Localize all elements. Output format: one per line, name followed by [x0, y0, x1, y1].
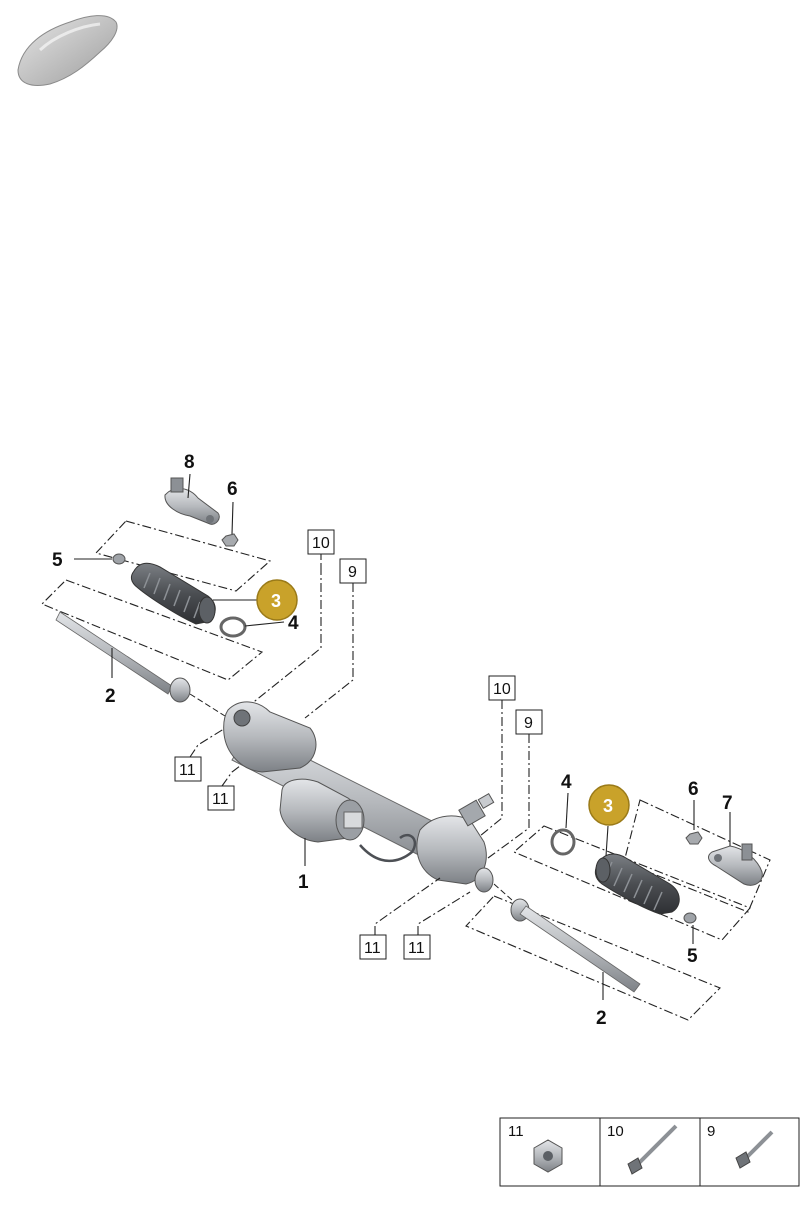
boxed-label-11-a[interactable]: 11	[174, 756, 202, 782]
callout-4-left: 4	[288, 613, 299, 634]
fastener-legend: 11 10 9	[499, 1117, 800, 1187]
legend-number-9: 9	[707, 1123, 715, 1140]
boxed-label-9-right[interactable]: 9	[515, 709, 543, 735]
legend-number-11: 11	[508, 1123, 524, 1140]
right-boot	[594, 853, 680, 915]
svg-text:11: 11	[364, 940, 381, 957]
boxed-label-11-c[interactable]: 11	[359, 934, 387, 960]
left-ring-4	[219, 616, 247, 638]
svg-text:11: 11	[408, 940, 425, 957]
left-boot	[130, 562, 216, 625]
callout-6-right: 6	[688, 779, 699, 800]
left-tie-rod-end	[164, 477, 220, 525]
boxed-label-11-b[interactable]: 11	[207, 785, 235, 811]
callout-3-right: 3	[603, 796, 613, 816]
highlight-callout-3-left[interactable]	[256, 579, 298, 621]
svg-text:11: 11	[179, 762, 196, 779]
left-boot-frame	[41, 579, 264, 681]
boxed-label-10-left[interactable]: 10	[307, 529, 335, 555]
right-tie-rod-frame	[465, 895, 721, 1021]
highlight-callout-3-right[interactable]	[588, 784, 630, 826]
callout-5-right: 5	[687, 946, 698, 967]
long-bolt-icon	[627, 1124, 678, 1175]
short-bolt-icon	[735, 1130, 774, 1169]
right-ring-4	[550, 828, 576, 856]
right-outer-tie-rod-frame	[623, 799, 771, 913]
callout-3-left: 3	[271, 591, 281, 611]
right-tie-rod-end	[708, 843, 763, 886]
callout-5-left: 5	[52, 550, 63, 571]
callout-6-left: 6	[227, 479, 238, 500]
callout-4-right: 4	[561, 772, 572, 793]
boxed-label-10-right[interactable]: 10	[488, 675, 516, 701]
right-tie-rod	[510, 898, 641, 993]
svg-text:10: 10	[312, 535, 330, 552]
legend-number-10: 10	[607, 1123, 624, 1140]
svg-text:9: 9	[348, 564, 357, 581]
svg-text:11: 11	[212, 791, 229, 808]
svg-text:10: 10	[493, 681, 511, 698]
hex-nut-icon	[533, 1139, 563, 1173]
callout-8: 8	[184, 452, 195, 473]
left-nut-6	[221, 533, 239, 547]
boxed-label-9-left[interactable]: 9	[339, 558, 367, 584]
right-clamp-5	[683, 912, 697, 924]
left-outer-tie-rod-frame	[94, 520, 272, 592]
left-tie-rod	[55, 611, 226, 717]
car-thumbnail-icon	[17, 15, 118, 86]
callout-2-left: 2	[105, 686, 116, 707]
boxed-label-11-d[interactable]: 11	[403, 934, 431, 960]
svg-text:9: 9	[524, 715, 533, 732]
callout-1: 1	[298, 872, 309, 893]
right-nut-6	[685, 831, 703, 845]
callout-2-right: 2	[596, 1008, 607, 1029]
callout-7: 7	[722, 793, 733, 814]
steering-rack-assembly	[223, 701, 513, 901]
left-clamp-5	[112, 553, 126, 565]
